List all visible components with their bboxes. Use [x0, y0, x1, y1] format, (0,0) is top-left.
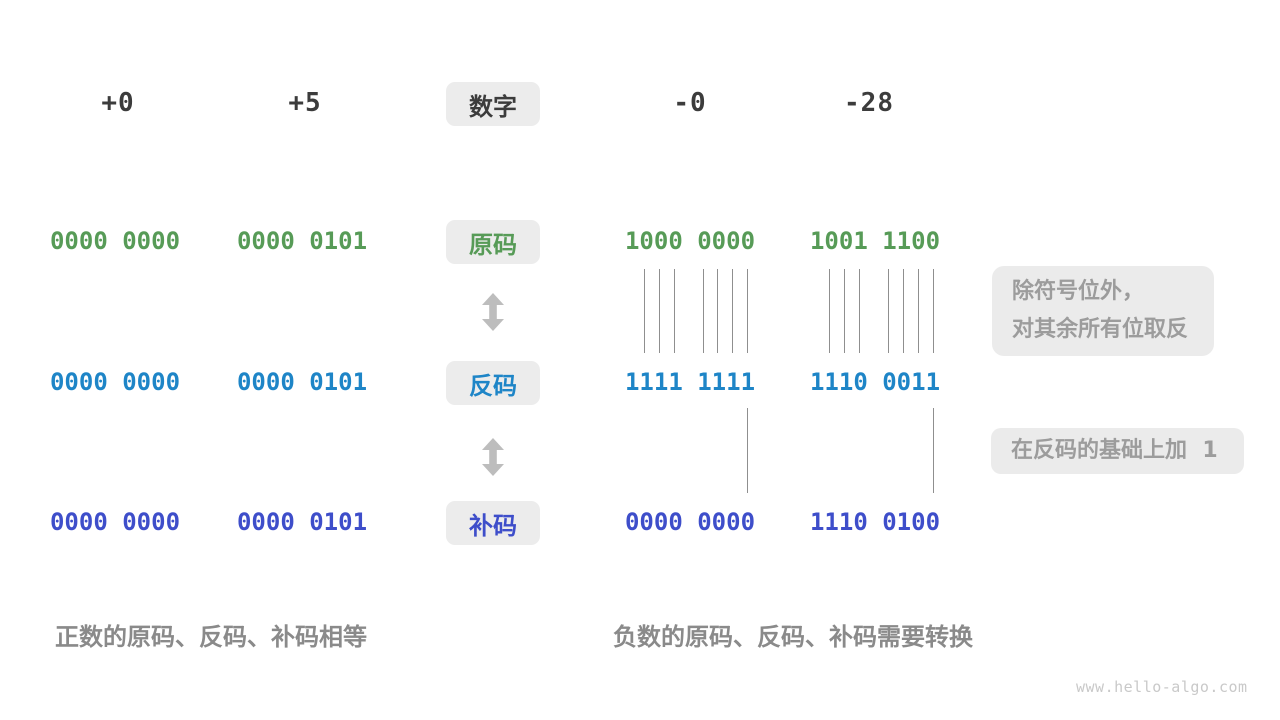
twos-complement-plus5: 0000 0101 [236, 508, 368, 536]
note-add-one: 在反码的基础上加 1 [991, 428, 1244, 474]
bit-invert-line [829, 269, 830, 353]
bit-invert-line [717, 269, 718, 353]
ones-complement-plus0: 0000 0000 [49, 368, 181, 396]
tag-twos-complement: 补码 [446, 501, 540, 545]
caption-negative: 负数的原码、反码、补码需要转换 [613, 623, 973, 651]
bit-invert-line [732, 269, 733, 353]
header-number-minus28: -28 [844, 88, 894, 118]
bit-invert-line [703, 269, 704, 353]
bit-invert-line [933, 269, 934, 353]
swap-arrow-icon [481, 438, 505, 480]
tag-sign-magnitude-label: 原码 [469, 230, 517, 259]
tag-ones-complement-label: 反码 [469, 371, 517, 400]
twos-complement-minus0: 0000 0000 [624, 508, 756, 536]
ones-complement-minus0: 1111 1111 [624, 368, 756, 396]
header-number-plus5: +5 [288, 88, 322, 118]
note-invert-bits: 除符号位外， 对其余所有位取反 [992, 266, 1214, 356]
add-one-line [747, 408, 748, 493]
bit-invert-line [644, 269, 645, 353]
twos-complement-minus28: 1110 0100 [809, 508, 941, 536]
tag-twos-complement-label: 补码 [469, 511, 517, 540]
note-invert-bits-line1: 除符号位外， [1012, 279, 1145, 304]
ones-complement-plus5: 0000 0101 [236, 368, 368, 396]
bit-invert-line [659, 269, 660, 353]
bit-invert-line [859, 269, 860, 353]
sign-magnitude-minus0: 1000 0000 [624, 227, 756, 255]
add-one-line [933, 408, 934, 493]
bit-invert-line [918, 269, 919, 353]
sign-magnitude-plus0: 0000 0000 [49, 227, 181, 255]
sign-magnitude-plus5: 0000 0101 [236, 227, 368, 255]
bit-invert-line [888, 269, 889, 353]
twos-complement-plus0: 0000 0000 [49, 508, 181, 536]
sign-magnitude-minus28: 1001 1100 [809, 227, 941, 255]
header-number-plus0: +0 [101, 88, 135, 118]
tag-sign-magnitude: 原码 [446, 220, 540, 264]
caption-positive: 正数的原码、反码、补码相等 [55, 623, 367, 651]
note-add-one-text: 在反码的基础上加 1 [1011, 438, 1218, 463]
bit-invert-line [674, 269, 675, 353]
tag-number: 数字 [446, 82, 540, 126]
header-number-minus0: -0 [673, 88, 707, 118]
bit-invert-line [903, 269, 904, 353]
ones-complement-minus28: 1110 0011 [809, 368, 941, 396]
swap-arrow-icon [481, 293, 505, 335]
tag-ones-complement: 反码 [446, 361, 540, 405]
bit-invert-line [844, 269, 845, 353]
tag-number-label: 数字 [469, 92, 517, 121]
bit-invert-line [747, 269, 748, 353]
watermark: www.hello-algo.com [1076, 678, 1248, 696]
note-invert-bits-line2: 对其余所有位取反 [1012, 317, 1189, 342]
